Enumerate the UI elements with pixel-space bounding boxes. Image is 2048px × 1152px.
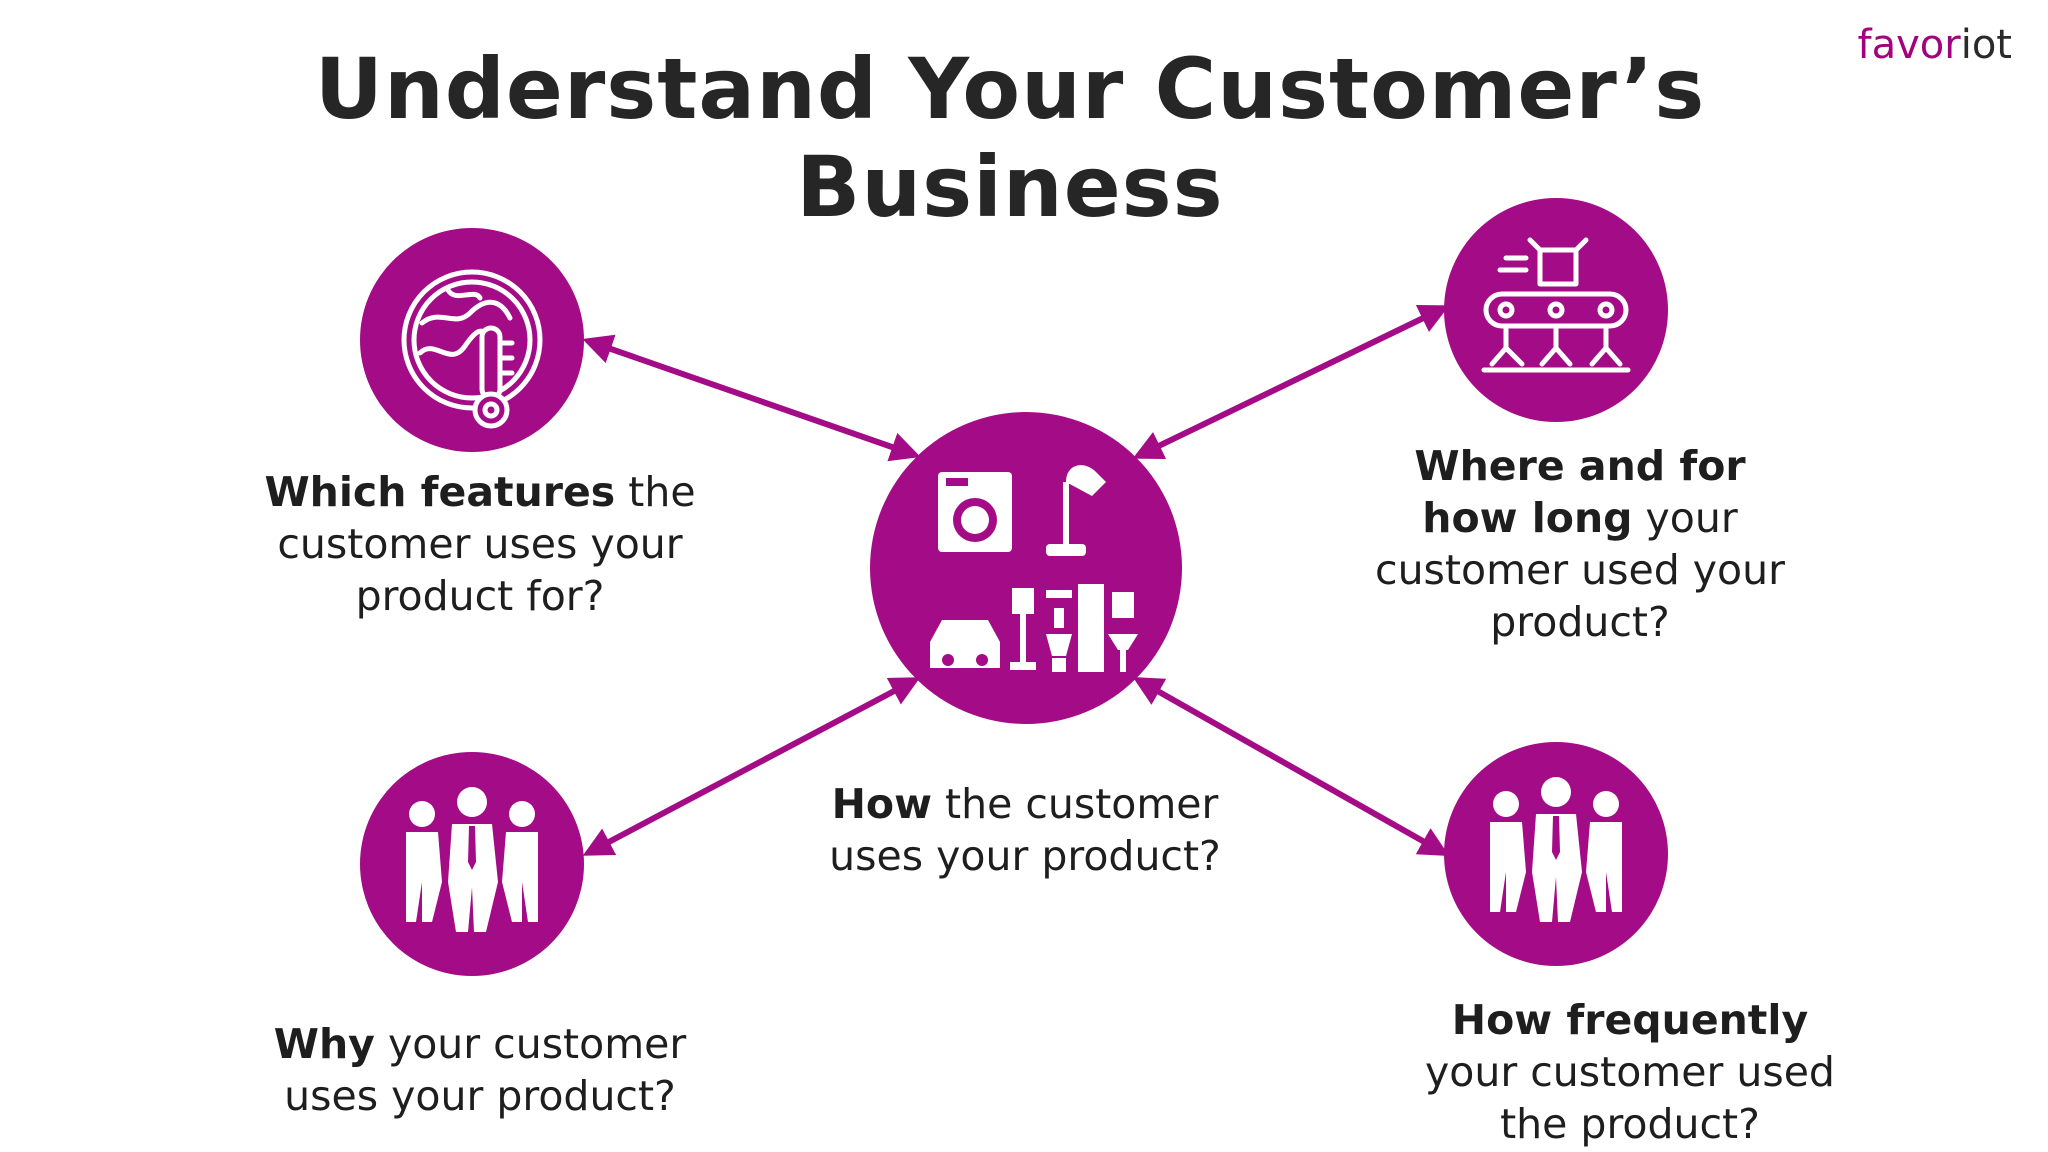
node-top-right xyxy=(1444,198,1668,422)
label-top-right-rest: your customer used your product? xyxy=(1375,494,1785,646)
logo-suffix: iot xyxy=(1960,22,2012,68)
favoriot-logo: favoriot xyxy=(1858,22,2012,68)
label-top-right: Where and for how long your customer use… xyxy=(1360,440,1800,648)
label-bottom-left: Why your customer uses your product? xyxy=(260,1018,700,1122)
node-center xyxy=(870,412,1182,724)
appliances-icon xyxy=(930,465,1138,672)
label-center-bold: How xyxy=(831,780,932,828)
label-top-right-bold: Where and for how long xyxy=(1414,442,1746,542)
arrow-top-right xyxy=(1132,304,1450,460)
label-top-left: Which features the customer uses your pr… xyxy=(260,466,700,622)
conveyor-belt-icon xyxy=(1481,237,1631,373)
label-bottom-right: How frequently your customer used the pr… xyxy=(1400,994,1860,1150)
label-bottom-left-rest: your customer uses your product? xyxy=(284,1020,687,1120)
page-title: Understand Your Customer’s Business xyxy=(314,40,1706,236)
label-center: How the customer uses your product? xyxy=(790,778,1260,882)
people-group-icon xyxy=(1490,777,1622,922)
logo-prefix: favor xyxy=(1857,22,1961,68)
label-bottom-right-bold: How frequently xyxy=(1451,996,1809,1044)
label-top-left-bold: Which features xyxy=(264,468,616,516)
node-bottom-left xyxy=(360,752,584,976)
node-top-left xyxy=(360,228,584,452)
arrow-bottom-right xyxy=(1132,677,1450,856)
arrow-bottom-left xyxy=(582,677,921,856)
people-group-icon xyxy=(406,787,538,932)
label-top-left-rest: the customer uses your product for? xyxy=(277,468,696,620)
globe-thermometer-icon xyxy=(401,269,543,429)
label-center-rest: the customer uses your product? xyxy=(829,780,1221,880)
arrow-top-left xyxy=(582,334,921,462)
label-bottom-left-bold: Why xyxy=(273,1020,375,1068)
label-bottom-right-rest: your customer used the product? xyxy=(1425,1048,1835,1148)
node-bottom-right xyxy=(1444,742,1668,966)
